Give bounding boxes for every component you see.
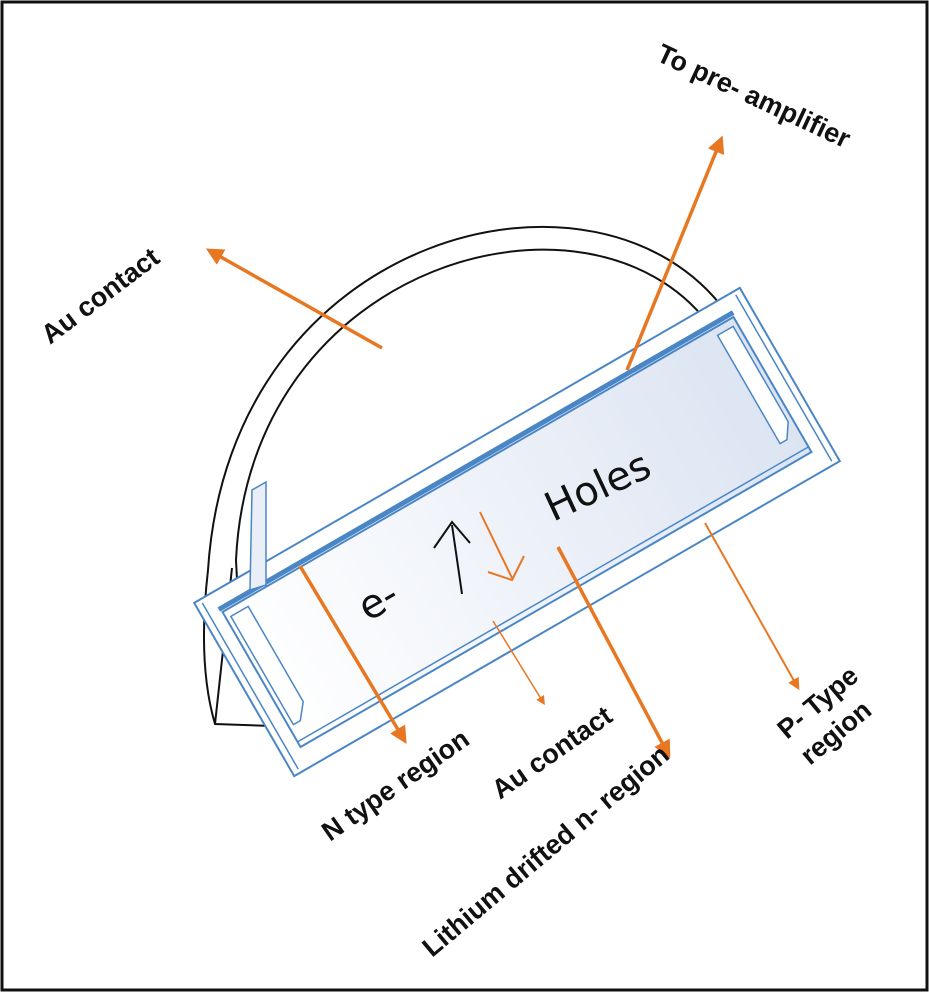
detector-crystal [192,286,842,778]
arrow-au-contact-top [205,248,383,350]
arrow-au-contact-bottom [492,620,545,706]
hole-arrowhead [487,555,525,582]
crystal-body [221,315,813,749]
right-tab [716,325,789,445]
electron-arrow-up [451,524,463,595]
leader-arrows [205,135,800,759]
arrow-pre-amp [625,135,725,371]
dome-tab [249,480,267,592]
hole-arrow-down [479,511,513,579]
arrow-p-type [704,522,800,691]
crystal-bottom-line [297,446,809,743]
crystal-top-edge [217,310,735,612]
housing-outer-arc [203,225,727,729]
arrow-lithium [556,546,671,759]
carrier-arrows [433,511,525,595]
crystal-left-band [201,602,299,770]
crystal-right-band [735,294,833,462]
housing-inner-arc [234,248,709,601]
left-tab [229,605,304,726]
arrow-n-type [298,565,407,745]
electron-arrowhead [433,520,471,549]
